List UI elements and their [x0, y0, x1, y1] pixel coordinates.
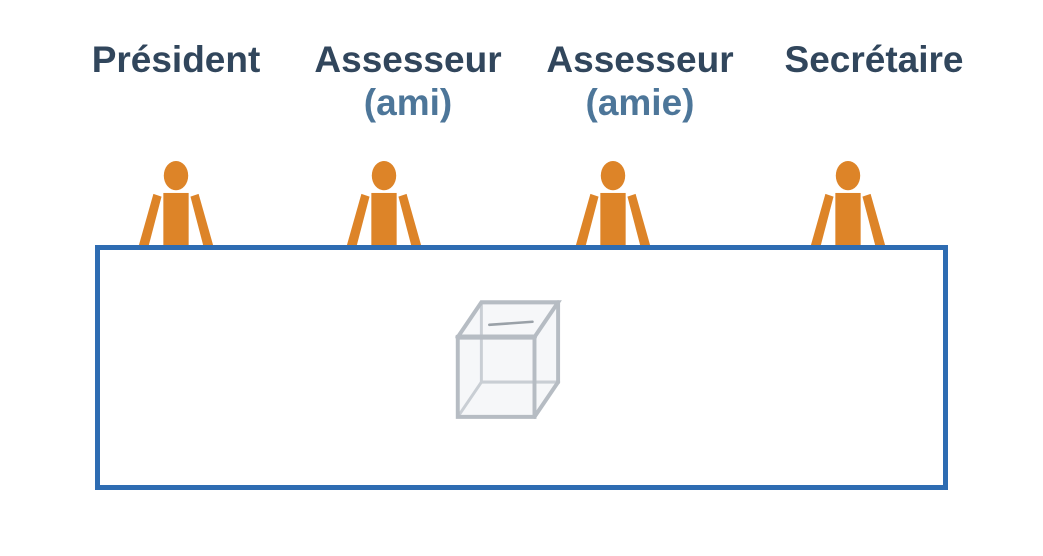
role-subtitle: (amie)	[585, 82, 695, 123]
role-title: Président	[91, 39, 261, 80]
role-title: Secrétaire	[784, 39, 964, 80]
voting-table	[95, 245, 948, 490]
person-icon	[138, 161, 214, 245]
person-icon	[346, 161, 422, 245]
role-title: Assesseur	[314, 39, 502, 80]
role-label-assesseur-ami: Assesseur (ami)	[278, 38, 538, 124]
role-title: Assesseur	[546, 39, 734, 80]
role-subtitle: (ami)	[363, 82, 453, 123]
ballot-box-icon	[455, 300, 562, 419]
person-icon	[575, 161, 651, 245]
role-label-assesseur-amie: Assesseur (amie)	[510, 38, 770, 124]
role-label-president: Président	[46, 38, 306, 81]
role-label-secretaire: Secrétaire	[744, 38, 1004, 81]
person-icon	[810, 161, 886, 245]
